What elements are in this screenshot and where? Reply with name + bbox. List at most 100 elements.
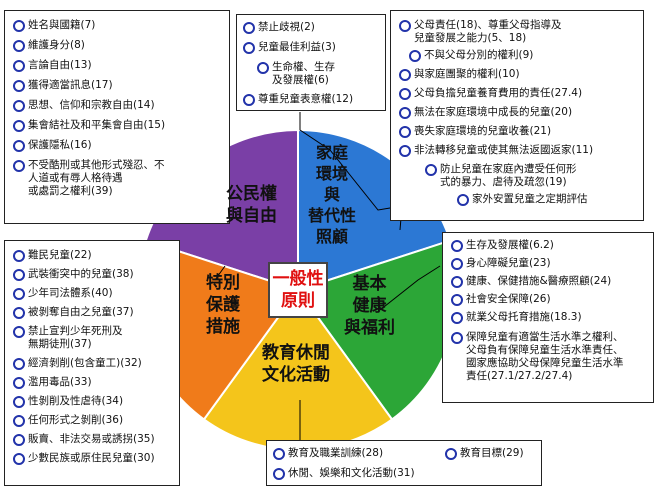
connector-family: [299, 112, 403, 211]
bullet-icon: [13, 326, 25, 338]
list-item: 性剝削及性虐待(34): [13, 395, 123, 408]
list-item: 教育目標(29): [445, 447, 524, 460]
list-item-label: 非法轉移兒童或使其無法返國返家(11): [414, 144, 594, 156]
list-item: 父母負擔兒童養育費用的責任(27.4): [399, 87, 582, 100]
list-item-label: 武裝衝突中的兒童(38): [28, 268, 134, 280]
bullet-icon: [13, 288, 25, 300]
list-item-label: 禁止宣判少年死刑及 無期徒刑(37): [28, 325, 123, 350]
segment-label-education: 教育休閒 文化活動: [262, 343, 330, 385]
bullet-icon: [425, 164, 437, 176]
bullet-icon: [399, 20, 411, 32]
list-item-label: 少年司法體系(40): [28, 287, 113, 299]
list-item: 維護身分(8): [13, 39, 85, 52]
list-item: 集會結社及和平集會自由(15): [13, 119, 165, 132]
bullet-icon: [451, 294, 463, 306]
bullet-icon: [13, 358, 25, 370]
bullet-icon: [243, 22, 255, 34]
bullet-icon: [457, 194, 469, 206]
list-item-label: 難民兒童(22): [28, 249, 92, 261]
list-item-label: 無法在家庭環境中成長的兒童(20): [414, 106, 573, 118]
list-item-label: 經濟剝削(包含童工)(32): [28, 357, 142, 369]
bullet-icon: [13, 140, 25, 152]
list-item-label: 販賣、非法交易或誘拐(35): [28, 433, 155, 445]
list-item-label: 維護身分(8): [28, 39, 85, 51]
bullet-icon: [13, 120, 25, 132]
bullet-icon: [13, 269, 25, 281]
connector-health: [379, 265, 441, 311]
list-item: 身心障礙兒童(23): [451, 257, 551, 270]
bullet-icon: [13, 60, 25, 72]
list-item: 健康、保健措施&醫療照顧(24): [451, 275, 611, 288]
list-item: 思想、信仰和宗教自由(14): [13, 99, 155, 112]
box-health: 生存及發展權(6.2) 身心障礙兒童(23) 健康、保健措施&醫療照顧(24) 社會安…: [442, 232, 654, 403]
list-item-label: 生存及發展權(6.2): [466, 239, 554, 251]
list-item: 難民兒童(22): [13, 249, 92, 262]
bullet-icon: [257, 62, 269, 74]
list-item: 兒童最佳利益(3): [243, 41, 336, 54]
list-item: 生命權、生存 及發展權(6): [257, 61, 335, 87]
list-item-label: 濫用毒品(33): [28, 376, 92, 388]
list-item-label: 獲得適當訊息(17): [28, 79, 113, 91]
list-item: 少年司法體系(40): [13, 287, 113, 300]
list-item: 被剝奪自由之兒童(37): [13, 306, 134, 319]
list-item: 防止兒童在家庭內遭受任何形 式的暴力、虐待及疏忽(19): [425, 163, 577, 189]
list-item: 不與父母分別的權利(9): [409, 49, 533, 62]
list-item-label: 生命權、生存 及發展權(6): [272, 61, 335, 86]
bullet-icon: [243, 42, 255, 54]
list-item-label: 姓名與國籍(7): [28, 19, 96, 31]
list-item-label: 尊重兒童表意權(12): [258, 93, 354, 105]
list-item-label: 喪失家庭環境的兒童收養(21): [414, 125, 552, 137]
list-item: 販賣、非法交易或誘拐(35): [13, 433, 155, 446]
bullet-icon: [13, 80, 25, 92]
list-item-label: 保障兒童有適當生活水準之權利、 父母負有保障兒童生活水準責任、 國家應協助父母保…: [466, 331, 624, 382]
bullet-icon: [13, 160, 25, 172]
list-item: 禁止歧視(2): [243, 21, 315, 34]
box-general: 禁止歧視(2) 兒童最佳利益(3) 生命權、生存 及發展權(6) 尊重兒童表意權(12…: [236, 14, 386, 111]
bullet-icon: [409, 50, 421, 62]
list-item-label: 健康、保健措施&醫療照顧(24): [466, 275, 612, 287]
list-item-label: 教育目標(29): [460, 447, 524, 459]
list-item: 少數民族或原住民兒童(30): [13, 452, 155, 465]
list-item: 父母責任(18)、尊重父母指導及 兒童發展之能力(5、18): [399, 19, 562, 45]
list-item: 休閒、娛樂和文化活動(31): [273, 467, 415, 480]
segment-label-civil: 公民權 與自由: [226, 184, 277, 226]
bullet-icon: [451, 276, 463, 288]
bullet-icon: [13, 453, 25, 465]
list-item: 禁止宣判少年死刑及 無期徒刑(37): [13, 325, 123, 351]
list-item-label: 保護隱私(16): [28, 139, 92, 151]
list-item: 保護隱私(16): [13, 139, 92, 152]
list-item: 家外安置兒童之定期評估: [457, 193, 588, 206]
bullet-icon: [399, 145, 411, 157]
list-item-label: 教育及職業訓練(28): [288, 447, 384, 459]
bullet-icon: [451, 240, 463, 252]
list-item: 與家庭團聚的權利(10): [399, 68, 520, 81]
list-item: 非法轉移兒童或使其無法返國返家(11): [399, 144, 593, 157]
center-box: 一般性 原則: [268, 262, 328, 318]
list-item: 喪失家庭環境的兒童收養(21): [399, 125, 551, 138]
bullet-icon: [13, 307, 25, 319]
list-item: 任何形式之剝削(36): [13, 414, 123, 427]
center-label: 一般性 原則: [272, 269, 324, 311]
list-item: 言論自由(13): [13, 59, 92, 72]
bullet-icon: [445, 448, 457, 460]
bullet-icon: [451, 312, 463, 324]
list-item-label: 任何形式之剝削(36): [28, 414, 124, 426]
list-item-label: 禁止歧視(2): [258, 21, 315, 33]
list-item-label: 不受酷刑或其他形式殘忍、不 人道或有辱人格待遇 或處罰之權利(39): [28, 159, 165, 197]
list-item-label: 少數民族或原住民兒童(30): [28, 452, 155, 464]
list-item: 獲得適當訊息(17): [13, 79, 113, 92]
list-item: 就業父母托育措施(18.3): [451, 311, 582, 324]
list-item: 姓名與國籍(7): [13, 19, 95, 32]
list-item-label: 社會安全保障(26): [466, 293, 551, 305]
list-item: 無法在家庭環境中成長的兒童(20): [399, 106, 572, 119]
bullet-icon: [273, 468, 285, 480]
list-item-label: 思想、信仰和宗教自由(14): [28, 99, 155, 111]
box-family: 父母責任(18)、尊重父母指導及 兒童發展之能力(5、18) 不與父母分別的權利(…: [390, 10, 644, 221]
list-item: 生存及發展權(6.2): [451, 239, 554, 252]
bullet-icon: [13, 396, 25, 408]
connector-special: [214, 265, 226, 281]
bullet-icon: [13, 434, 25, 446]
box-education: 教育及職業訓練(28) 教育目標(29) 休閒、娛樂和文化活動(31): [266, 440, 542, 486]
list-item: 武裝衝突中的兒童(38): [13, 268, 134, 281]
list-item: 濫用毒品(33): [13, 376, 92, 389]
